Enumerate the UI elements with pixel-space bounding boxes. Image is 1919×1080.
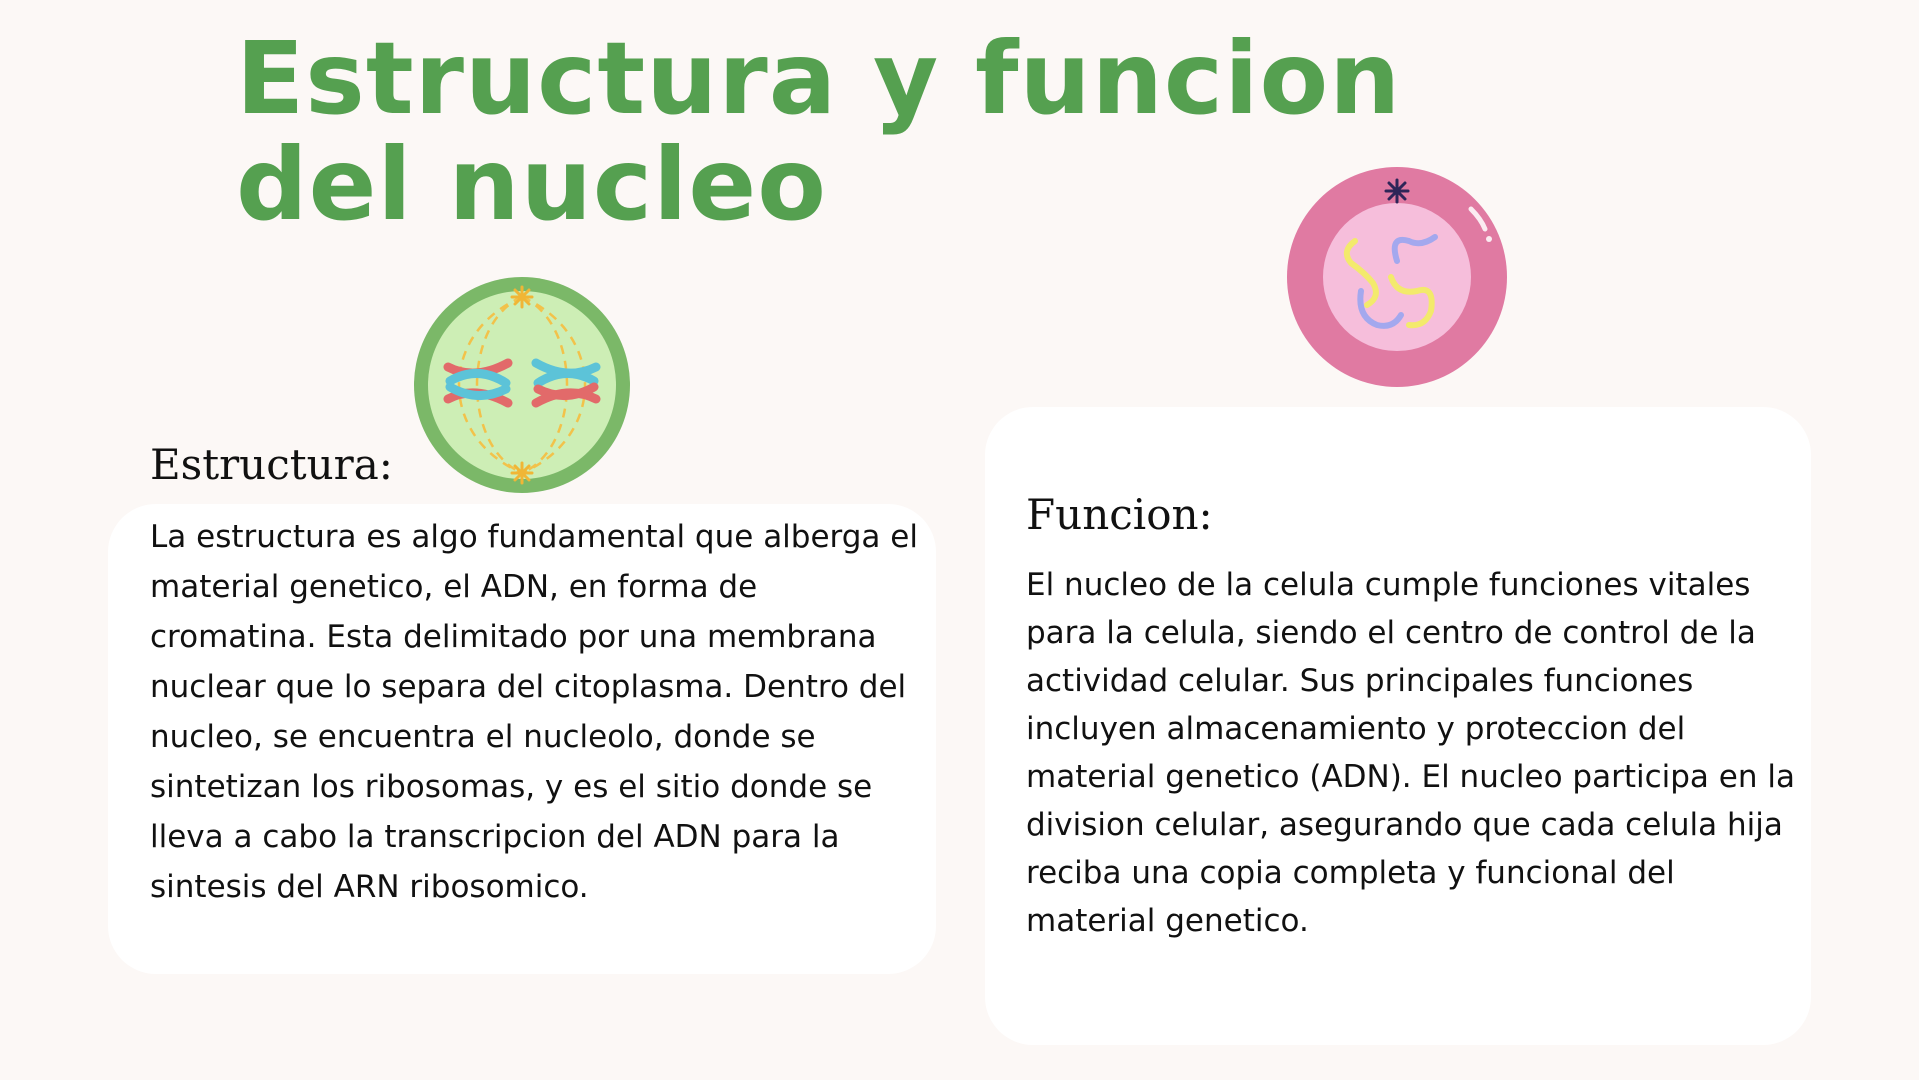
- cell-nucleus-icon: [1287, 167, 1507, 387]
- funcion-heading: Funcion:: [1026, 490, 1213, 539]
- slide-title: Estructura y funcion del nucleo: [236, 20, 1402, 243]
- funcion-card: [985, 407, 1811, 1045]
- dividing-cell-icon: [414, 277, 630, 493]
- funcion-body: El nucleo de la celula cumple funciones …: [1026, 567, 1795, 939]
- estructura-body: La estructura es algo fundamental que al…: [150, 519, 918, 905]
- estructura-card: [108, 504, 936, 974]
- estructura-heading: Estructura:: [150, 440, 393, 489]
